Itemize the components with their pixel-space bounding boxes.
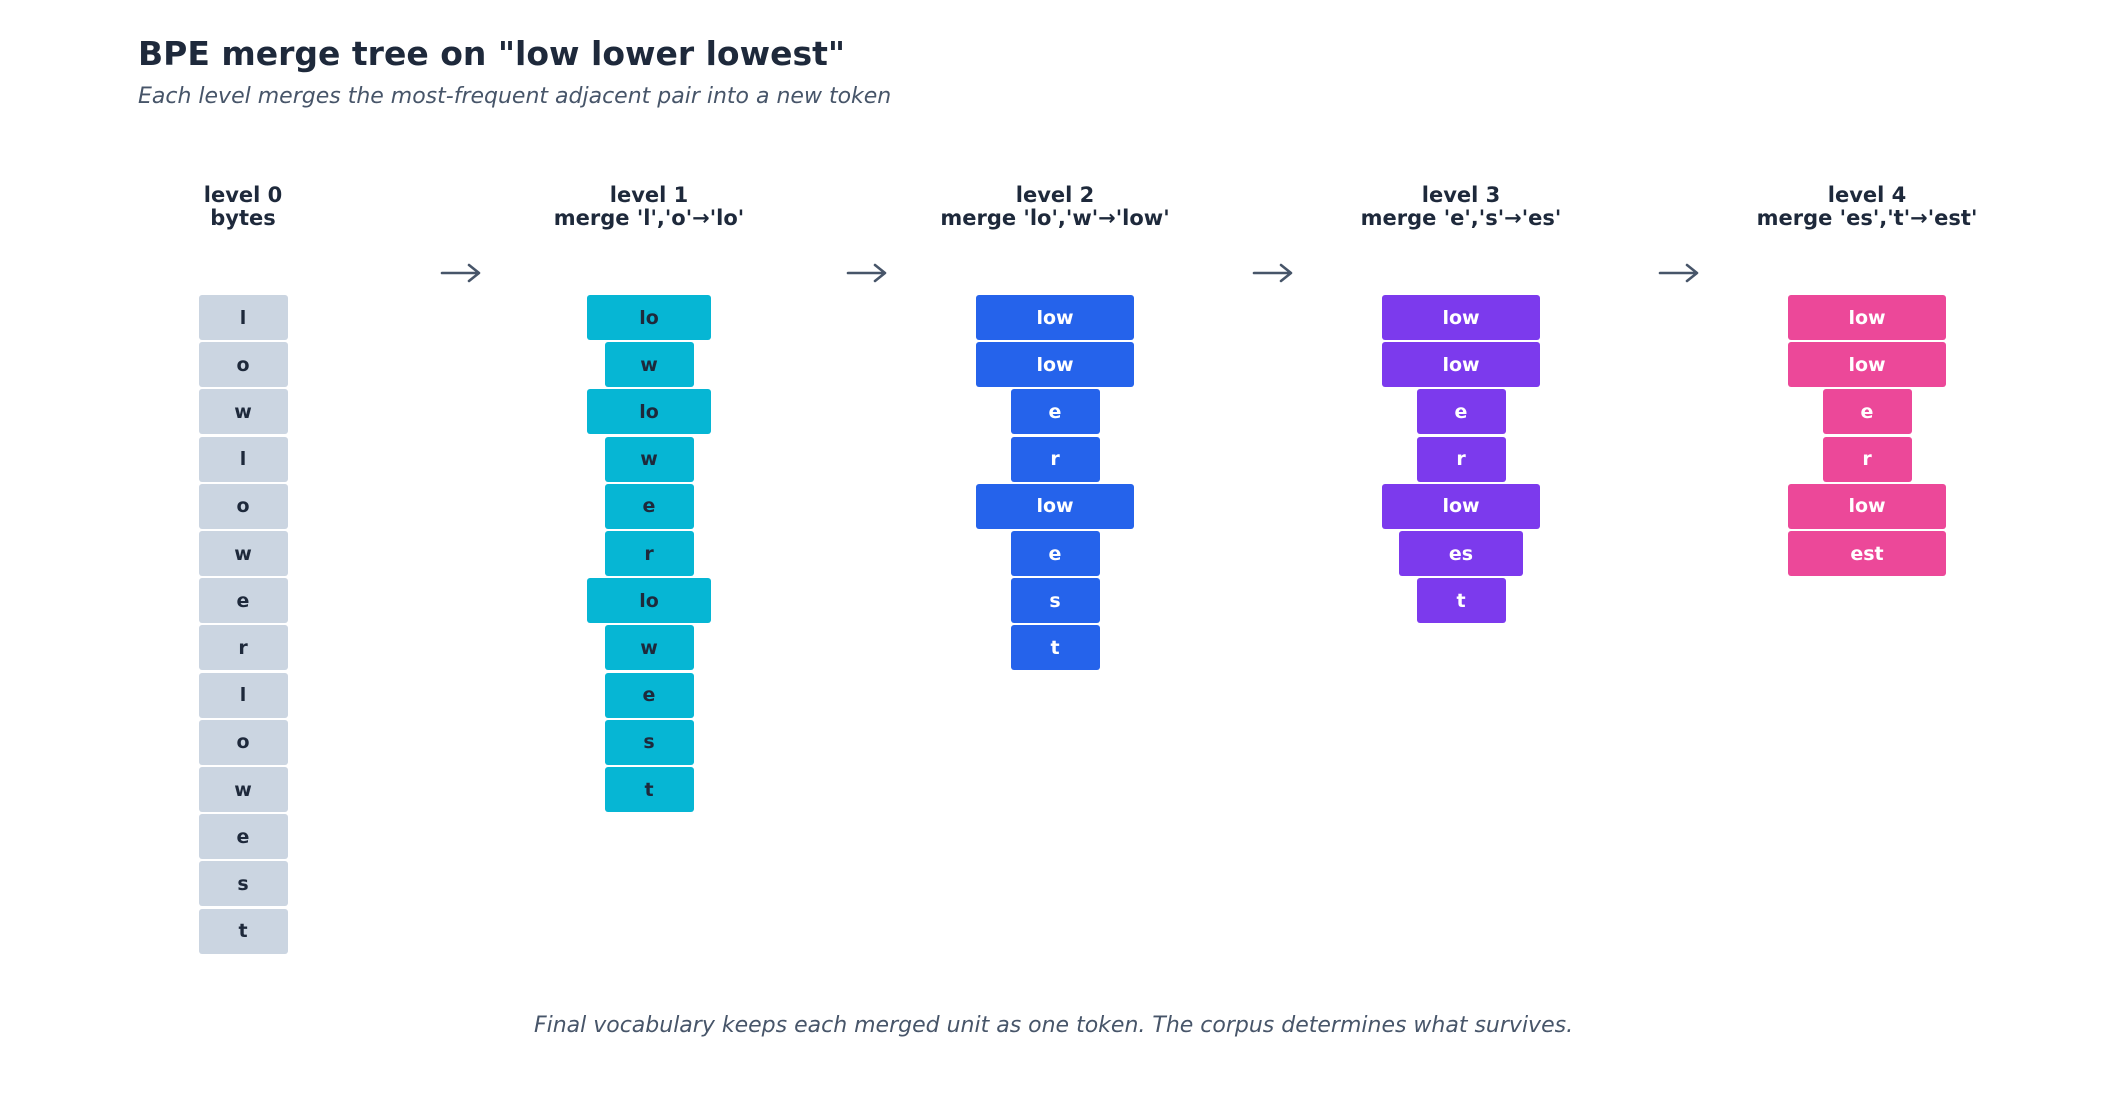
right-arrow-icon <box>846 263 887 283</box>
token-box: t <box>1010 625 1100 671</box>
token-box: est <box>1788 531 1946 576</box>
token-box: low <box>1382 342 1540 388</box>
token-box: w <box>604 342 694 388</box>
token-box: e <box>604 483 694 529</box>
right-arrow-icon <box>1658 263 1699 283</box>
token-box: low <box>1382 295 1540 340</box>
level-heading: level 0 <box>203 183 283 207</box>
token-box: l <box>198 295 288 340</box>
token-box: low <box>1788 295 1946 340</box>
token-box: s <box>198 861 288 907</box>
level-heading: level 4 <box>1827 183 1907 207</box>
token-box: w <box>604 625 694 671</box>
token-box: t <box>198 908 288 954</box>
token-box: r <box>1010 436 1100 482</box>
token-box: es <box>1399 531 1523 576</box>
token-box: e <box>1010 389 1100 435</box>
token-box: low <box>976 483 1134 529</box>
right-arrow-icon <box>440 263 481 283</box>
token-box: e <box>604 672 694 718</box>
token-box: l <box>198 672 288 718</box>
token-box: t <box>604 767 694 812</box>
level-subheading: merge 'l','o'→'lo' <box>553 206 745 230</box>
level-subheading: merge 'e','s'→'es' <box>1360 206 1562 230</box>
token-box: w <box>198 767 288 812</box>
page-subtitle: Each level merges the most-frequent adja… <box>138 84 892 109</box>
token-box: w <box>604 436 694 482</box>
level-subheading: merge 'es','t'→'est' <box>1756 206 1978 230</box>
page-title: BPE merge tree on "low lower lowest" <box>138 34 846 73</box>
token-box: o <box>198 483 288 529</box>
footer-note: Final vocabulary keeps each merged unit … <box>533 1013 1574 1038</box>
token-box: l <box>198 436 288 482</box>
token-box: o <box>198 719 288 765</box>
token-box: low <box>1382 483 1540 529</box>
level-subheading: bytes <box>210 206 276 230</box>
token-box: s <box>1010 578 1100 624</box>
token-box: low <box>976 295 1134 340</box>
token-box: lo <box>587 389 711 435</box>
token-box: w <box>198 389 288 435</box>
level-subheading: merge 'lo','w'→'low' <box>940 206 1170 230</box>
token-box: e <box>198 814 288 860</box>
token-box: r <box>198 625 288 671</box>
right-arrow-icon <box>1252 263 1293 283</box>
token-box: e <box>1416 389 1506 435</box>
token-box: e <box>1010 531 1100 576</box>
token-box: low <box>1788 342 1946 388</box>
level-heading: level 2 <box>1015 183 1095 207</box>
token-box: r <box>604 531 694 576</box>
token-box: s <box>604 719 694 765</box>
level-heading: level 1 <box>609 183 689 207</box>
token-box: r <box>1822 436 1912 482</box>
token-box: r <box>1416 436 1506 482</box>
token-box: low <box>976 342 1134 388</box>
token-box: low <box>1788 483 1946 529</box>
token-box: lo <box>587 578 711 624</box>
token-box: e <box>198 578 288 624</box>
level-heading: level 3 <box>1421 183 1501 207</box>
token-box: e <box>1822 389 1912 435</box>
token-box: w <box>198 531 288 576</box>
token-box: lo <box>587 295 711 340</box>
token-box: o <box>198 342 288 388</box>
token-box: t <box>1416 578 1506 624</box>
